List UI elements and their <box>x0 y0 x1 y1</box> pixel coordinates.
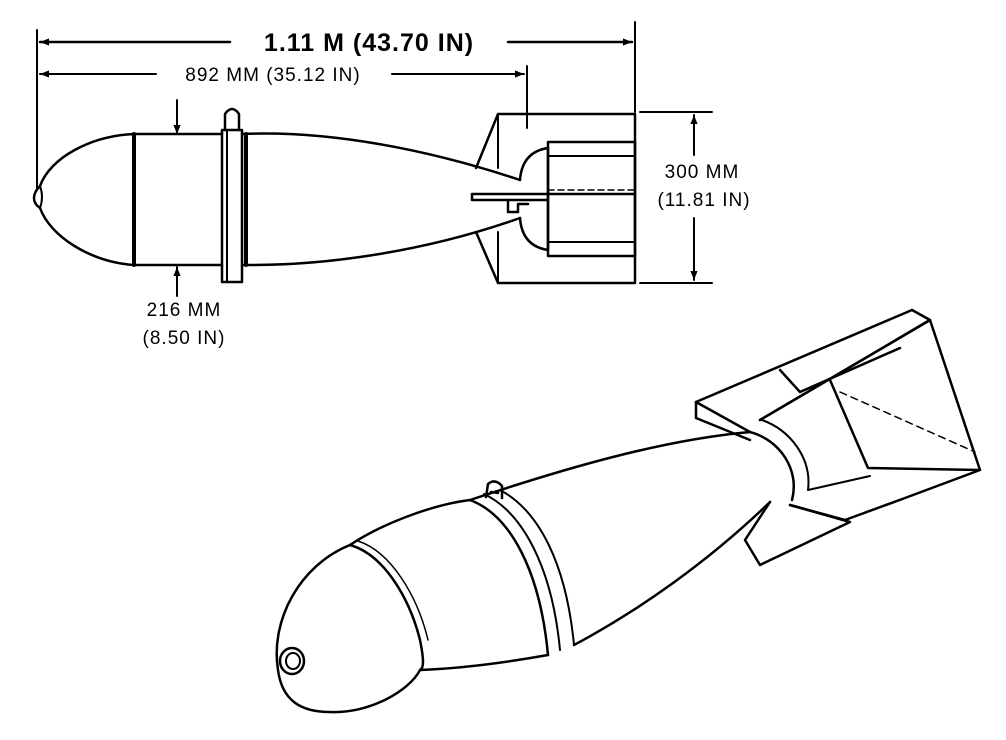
tail-fin-outline <box>474 112 637 285</box>
perspective-tail-cone <box>748 430 795 502</box>
suspension-lug <box>223 107 241 132</box>
nose-joint-inner-line <box>357 540 429 641</box>
perspective-body-bottom <box>418 653 550 672</box>
perspective-fin-upper <box>694 400 752 442</box>
nose-tip <box>39 185 43 209</box>
perspective-aft-bottom <box>572 500 772 647</box>
side-view: 1.11 M (43.70 IN) 892 MM (35.12 IN) 300 … <box>32 21 750 349</box>
fin-span-label-in: (11.81 IN) <box>657 190 750 211</box>
nose-cone <box>32 132 136 267</box>
perspective-fin-inner <box>778 346 982 472</box>
tail-box-fin <box>546 140 637 258</box>
nose-fuze-inner <box>285 652 301 670</box>
diameter-label-mm: 216 MM <box>147 300 222 321</box>
perspective-view <box>275 308 982 714</box>
fuze-clip <box>506 198 530 214</box>
arming-rod <box>470 192 637 202</box>
aft-body-top <box>240 132 522 182</box>
perspective-band-ring <box>499 489 575 646</box>
perspective-fin-top <box>694 308 932 422</box>
aft-body-bottom <box>240 216 522 267</box>
perspective-fin-dash <box>839 391 976 453</box>
fin-span-label-mm: 300 MM <box>665 162 740 183</box>
perspective-body-top <box>348 498 472 547</box>
perspective-band-back <box>483 493 561 651</box>
body-length-label: 892 MM (35.12 IN) <box>185 65 360 86</box>
perspective-aft-top <box>468 430 752 502</box>
diameter-label-in: (8.50 IN) <box>143 328 226 349</box>
overall-length-label: 1.11 M (43.70 IN) <box>264 29 474 57</box>
nose-fuze-ring <box>278 646 306 676</box>
perspective-fin-lower <box>743 500 852 567</box>
perspective-fin-root <box>761 419 871 491</box>
perspective-nose <box>275 543 422 714</box>
perspective-nose-joint <box>348 543 425 672</box>
suspension-band <box>220 128 244 284</box>
perspective-band-front <box>468 498 550 657</box>
